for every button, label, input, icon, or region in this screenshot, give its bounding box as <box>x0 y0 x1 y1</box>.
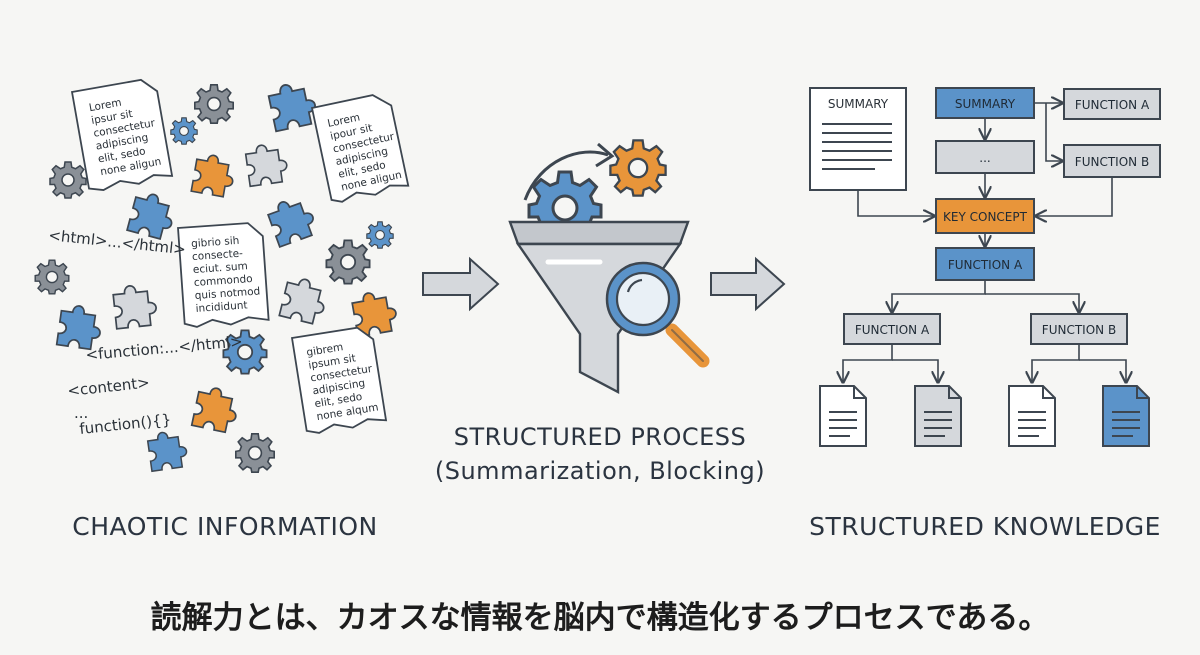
note-line: gibrio sih <box>191 235 240 250</box>
svg-text:Lorem ipour sit: Lorem ipour sit consectetur adipiscing e… <box>326 105 406 194</box>
note-paper-3: gibrio sih consecte- eciut. sum commondo… <box>177 222 270 328</box>
document-icon <box>914 385 962 447</box>
note-line: quis notmod <box>194 285 260 302</box>
structured-knowledge-tree: SUMMARY SUMMARY ... FUNCTION A FUNCTION … <box>809 87 1161 447</box>
code-fragment: <content> <box>67 373 151 400</box>
note-line: commondo <box>193 273 253 289</box>
ellipsis-box-label: ... <box>979 151 990 165</box>
function-a-top-box <box>1063 88 1161 120</box>
puzzle-piece-icon <box>190 151 238 199</box>
note-paper-1: Lorem ipsur sit consectetur adipiscing e… <box>70 78 174 191</box>
chaotic-information-cluster: Lorem ipsur sit consectetur adipiscing e… <box>34 78 410 474</box>
gear-icon <box>366 221 394 249</box>
function-a-left-box <box>843 313 941 345</box>
code-fragment: <html>...</html> <box>48 226 187 258</box>
gear-icon <box>170 117 198 145</box>
document-icon <box>1008 385 1056 447</box>
caption-structured-process-subtitle: (Summarization, Blocking) <box>434 457 766 485</box>
function-b-top-label: FUNCTION B <box>1075 155 1149 169</box>
curved-arrow-icon <box>523 150 609 201</box>
function-b-top-box <box>1063 144 1161 178</box>
summary-doc-label: SUMMARY <box>828 97 889 111</box>
function-a-top-label: FUNCTION A <box>1075 98 1150 112</box>
gear-icon <box>194 84 234 124</box>
caption-chaotic-information: CHAOTIC INFORMATION <box>72 512 378 541</box>
summary-box-label: SUMMARY <box>955 97 1016 111</box>
gear-icon <box>34 259 70 295</box>
function-a-mid-label: FUNCTION A <box>948 258 1023 272</box>
curved-arrow-head <box>595 142 615 168</box>
document-icon <box>819 385 867 447</box>
note-line: gibrem <box>306 341 344 359</box>
ellipsis-box <box>935 140 1035 174</box>
code-fragment: <function:...</html> <box>85 332 244 364</box>
summary-document: SUMMARY <box>809 87 907 191</box>
puzzle-piece-icon <box>243 141 290 188</box>
gear-icon <box>609 139 667 197</box>
svg-text:gibrem ipsum sit: gibrem ipsum sit consectetur adipiscing … <box>306 337 383 423</box>
caption-structured-process-title: STRUCTURED PROCESS <box>453 423 747 451</box>
funnel-rim <box>508 220 690 246</box>
puzzle-piece-icon <box>111 282 159 330</box>
svg-text:gibrio sih consecte-: gibrio sih consecte- eciut. sum commondo… <box>191 233 265 315</box>
structured-process-funnel <box>508 139 710 394</box>
note-paper-4: gibrem ipsum sit consectetur adipiscing … <box>290 326 388 434</box>
summary-box <box>935 87 1035 119</box>
key-concept-label: KEY CONCEPT <box>943 210 1028 224</box>
gear-icon <box>325 239 371 285</box>
function-a-mid-box <box>935 247 1035 281</box>
code-fragment: ... <box>74 404 88 422</box>
note-line: Lorem <box>88 97 122 115</box>
puzzle-piece-icon <box>264 193 320 248</box>
document-icon <box>1102 385 1150 447</box>
flow-arrow-right <box>710 256 786 312</box>
puzzle-piece-icon <box>55 302 105 352</box>
flow-arrow-left <box>422 256 500 312</box>
note-paper-2: Lorem ipour sit consectetur adipiscing e… <box>310 94 410 203</box>
puzzle-piece-icon <box>126 189 179 242</box>
function-b-right-label: FUNCTION B <box>1042 323 1116 337</box>
caption-structured-knowledge: STRUCTURED KNOWLEDGE <box>809 512 1161 541</box>
note-line: incididunt <box>195 299 248 315</box>
gear-icon <box>49 161 87 199</box>
puzzle-piece-icon <box>278 274 331 327</box>
caption-structured-process: STRUCTURED PROCESS (Summarization, Block… <box>430 420 770 488</box>
bottom-statement: 読解力とは、カオスな情報を脳内で構造化するプロセスである。 <box>150 600 1050 636</box>
function-a-left-label: FUNCTION A <box>855 323 930 337</box>
puzzle-piece-icon <box>266 78 320 133</box>
key-concept-box <box>935 198 1035 234</box>
note-line: eciut. sum <box>193 260 249 276</box>
puzzle-piece-icon <box>190 383 242 435</box>
gear-icon <box>235 432 276 474</box>
puzzle-piece-icon <box>146 428 190 473</box>
tree-connectors <box>843 103 1126 382</box>
note-line: consecte- <box>192 248 244 264</box>
code-fragment: function(){} <box>79 410 172 438</box>
